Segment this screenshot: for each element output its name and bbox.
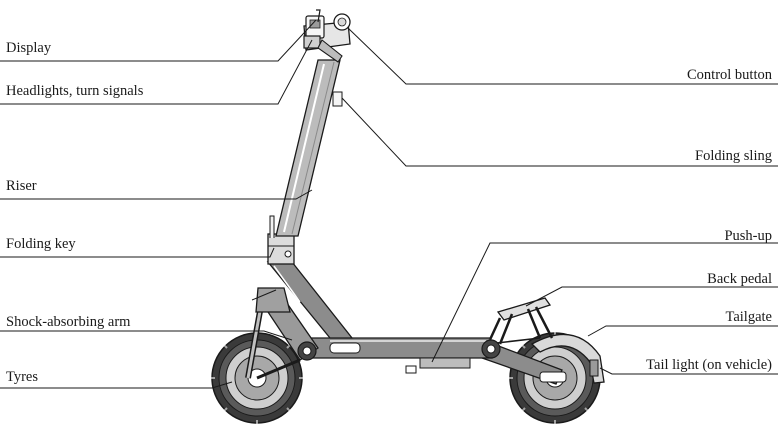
label-headlights: Headlights, turn signals xyxy=(6,83,144,99)
leader-lines xyxy=(0,19,778,389)
folding-key xyxy=(267,215,295,265)
label-tyres: Tyres xyxy=(6,369,39,385)
label-shock-arm: Shock-absorbing arm xyxy=(6,314,131,330)
label-folding-sling: Folding sling xyxy=(695,148,772,164)
label-riser: Riser xyxy=(6,178,37,194)
folding-sling xyxy=(332,91,343,107)
headlight-unit xyxy=(303,35,321,49)
label-control-button: Control button xyxy=(687,67,772,83)
label-back-pedal: Back pedal xyxy=(707,271,772,287)
riser xyxy=(275,59,341,237)
tailgate xyxy=(530,333,605,384)
tail-light xyxy=(589,359,599,377)
steering-base xyxy=(255,287,291,313)
cockpit xyxy=(303,9,351,63)
label-folding-key: Folding key xyxy=(6,236,76,252)
label-tailgate: Tailgate xyxy=(725,309,773,325)
label-display: Display xyxy=(6,40,52,56)
label-tail-light: Tail light (on vehicle) xyxy=(646,357,772,373)
label-push-up: Push-up xyxy=(724,228,772,244)
